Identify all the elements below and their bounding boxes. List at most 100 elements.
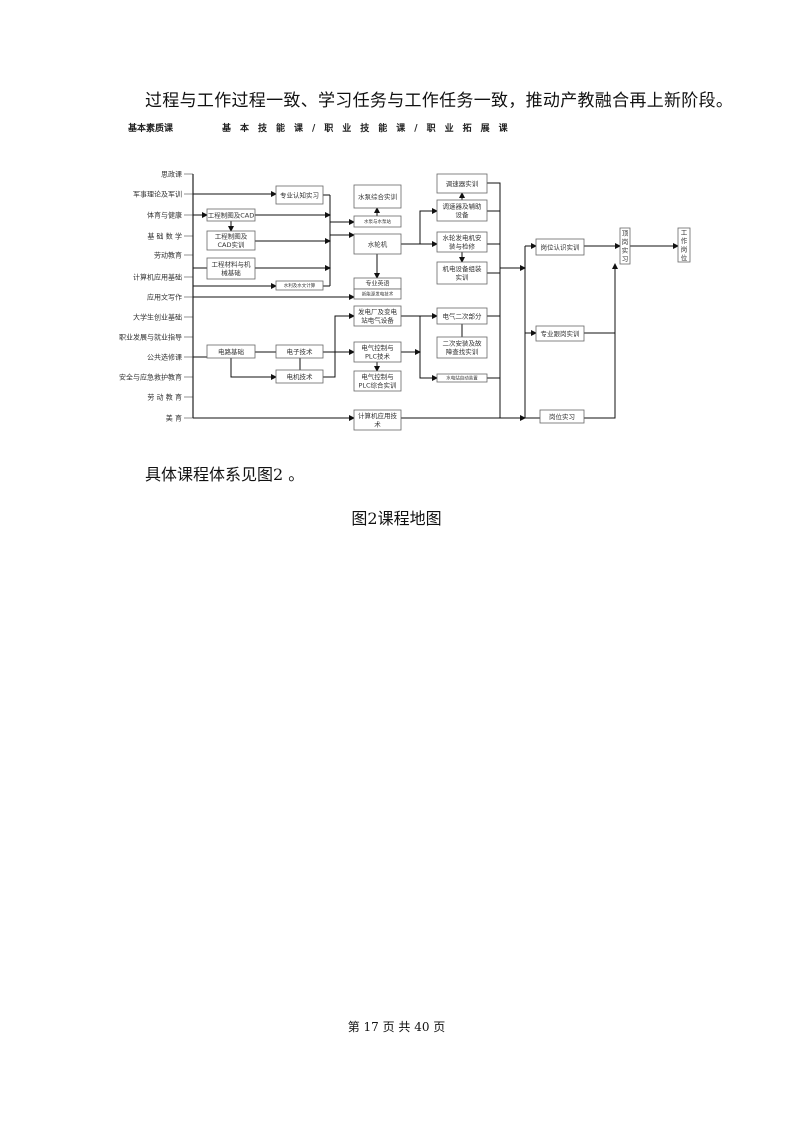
- course-box-label: PLC技术: [365, 352, 391, 361]
- connector-line: [584, 263, 618, 334]
- connector-line: [584, 333, 616, 419]
- page-footer: 第 17 页 共 40 页: [347, 1020, 446, 1034]
- course-box-label: 工程制图及: [215, 232, 248, 241]
- course-box-label: 障查找实训: [446, 347, 479, 356]
- course-box-label: 械基础: [221, 268, 241, 277]
- course-box-label: 电气控制与: [361, 372, 394, 381]
- body-paragraph: 过程与工作过程一致、学习任务与工作任务一致，推动产教融合再上新阶段。: [145, 91, 734, 111]
- body-paragraph-2: 具体课程体系见图2 。: [145, 465, 305, 484]
- figure-caption: 图2课程地图: [351, 509, 442, 528]
- course-box-shuilunji: 水轮机: [353, 233, 402, 255]
- connector-lines: [193, 182, 679, 421]
- course-box-label: 岗位认识实训: [541, 242, 580, 251]
- course-box-label: 装与检修: [449, 242, 476, 251]
- course-box-label: 水利及水文计算: [284, 282, 316, 289]
- course-box-gongcheng-zhitu: 工程制图及CAD: [206, 208, 256, 222]
- course-box-label: 作: [681, 236, 688, 245]
- course-box-label: 电气控制与: [361, 343, 394, 352]
- course-box-label: 机电设备组装: [443, 264, 483, 273]
- course-box-erci: 电气二次部分: [436, 307, 488, 325]
- course-box-label: 水泵综合实训: [358, 192, 397, 201]
- course-box-shuili: 水利及水文计算: [275, 280, 324, 291]
- course-box-label: 专业英语: [365, 280, 389, 288]
- course-box-label: 新能源发电技术: [362, 291, 394, 298]
- course-box-gangwei-shixi: 岗位实习: [539, 409, 585, 424]
- course-box-label: 顶: [622, 230, 629, 238]
- course-box-label: 水轮发电机安: [443, 233, 483, 242]
- course-box-label: 位: [681, 253, 688, 262]
- connector-line: [323, 313, 355, 378]
- course-box-label: 习: [622, 255, 629, 263]
- course-box-label: 调速器实训: [446, 179, 479, 188]
- course-box-zidong: 水电站自动装置: [436, 373, 488, 383]
- course-box-genggang: 专业跟岗实训: [535, 325, 585, 342]
- course-box-label: 工: [681, 229, 688, 237]
- course-box-label: 电路基础: [218, 347, 245, 356]
- left-course-label: 思政课: [161, 170, 182, 179]
- course-box-label: 电机技术: [287, 372, 314, 381]
- course-box-shuibeng-zonghe: 水泵综合实训: [353, 184, 402, 209]
- left-course-label: 军事理论及军训: [133, 190, 182, 199]
- left-course-label: 公共选修课: [147, 353, 182, 362]
- course-box-label: 工程材料与机: [212, 260, 252, 269]
- course-box-xinnengyuan: 新能源发电技术: [353, 288, 402, 300]
- left-course-label: 应用文写作: [147, 293, 182, 302]
- left-course-label: 职业发展与就业指导: [119, 333, 182, 342]
- course-box-label: 岗: [622, 238, 629, 246]
- course-box-dianji: 电机技术: [275, 369, 324, 384]
- course-map-diagram: 基本素质课 基 本 技 能 课 / 职 业 技 能 课 / 职 业 拓 展 课 …: [119, 122, 691, 431]
- connector-line: [487, 182, 501, 418]
- course-box-label: 实训: [456, 273, 469, 282]
- course-box-label: 设备: [456, 210, 470, 219]
- course-box-label: PLC综合实训: [358, 381, 396, 390]
- left-course-label: 劳 动 教 育: [147, 393, 182, 402]
- course-box-label: 岗位实习: [549, 412, 575, 421]
- connector-line: [230, 358, 277, 380]
- left-course-label: 美 育: [166, 414, 182, 423]
- course-box-label: CAD实训: [218, 240, 245, 249]
- header-skill-courses: 基 本 技 能 课 / 职 业 技 能 课 / 职 业 拓 展 课: [221, 122, 509, 134]
- course-box-label: 调速器及辅助: [443, 202, 483, 211]
- course-box-zhuanye-renzhi: 专业认知实习: [275, 185, 324, 205]
- course-box-label: 术: [374, 420, 381, 429]
- connector-line: [401, 315, 438, 381]
- course-box-label: 工程制图及CAD: [208, 210, 255, 219]
- course-box-shuibeng: 水泵与水泵站: [353, 215, 402, 228]
- header-basic-quality: 基本素质课: [127, 122, 174, 134]
- left-course-label: 基 础 数 学: [147, 232, 182, 241]
- course-box-dianzi: 电子技术: [275, 344, 324, 359]
- course-box-label: 站电气设备: [361, 316, 394, 325]
- left-course-label: 大学生创业基础: [133, 313, 182, 322]
- course-box-label: 专业认知实习: [280, 190, 319, 199]
- course-box-label: 电气二次部分: [443, 311, 483, 320]
- course-box-label: 计算机应用技: [358, 411, 398, 420]
- course-box-label: 发电厂及变电: [358, 307, 398, 316]
- course-box-label: 专业跟岗实训: [541, 329, 580, 338]
- course-box-label: 水泵与水泵站: [364, 218, 391, 225]
- course-box-label: 水轮机: [368, 239, 388, 248]
- left-course-label: 计算机应用基础: [133, 273, 182, 282]
- course-box-tiaosuqi-shixun: 调速器实训: [436, 173, 488, 194]
- course-box-yingyu: 专业英语: [353, 277, 402, 290]
- course-box-label: 岗: [681, 246, 688, 254]
- course-box-label: 实: [622, 246, 629, 255]
- course-boxes: 专业认知实习工程制图及CAD工程制图及CAD实训工程材料与机械基础水利及水文计算…: [206, 173, 691, 431]
- course-box-label: 电子技术: [287, 347, 314, 356]
- course-box-gangwei-renshi: 岗位认识实训: [535, 238, 585, 256]
- left-course-label: 体育与健康: [147, 211, 182, 220]
- left-course-label: 劳动教育: [154, 251, 182, 260]
